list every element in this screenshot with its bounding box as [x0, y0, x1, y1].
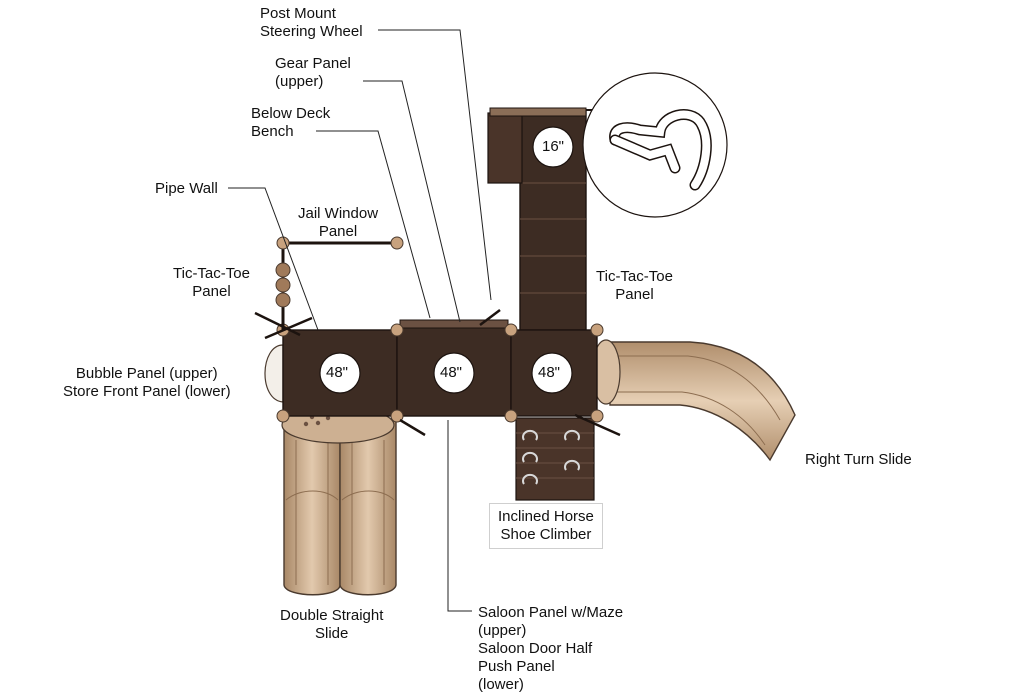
label-line: Below Deck	[251, 105, 331, 122]
label-gear-panel: Gear Panel (upper)	[275, 55, 351, 91]
label-double-slide: Double Straight Slide	[280, 607, 383, 643]
label-line: Push Panel	[478, 658, 555, 675]
label-jail-window: Jail Window Panel	[298, 205, 378, 241]
main-decks	[282, 319, 598, 417]
label-pipe-wall: Pipe Wall	[155, 180, 218, 198]
label-tic-tac-toe-right: Tic-Tac-Toe Panel	[596, 268, 673, 304]
steering-wheel-detail	[582, 72, 728, 218]
label-post-mount: Post Mount Steering Wheel	[260, 5, 363, 41]
label-saloon-panel: Saloon Panel w/Maze (upper) Saloon Door …	[478, 604, 623, 694]
label-line: (upper)	[275, 73, 324, 90]
label-line: Slide	[315, 625, 349, 642]
pipe-wall	[275, 236, 404, 330]
label-line: Shoe Climber	[500, 526, 592, 543]
label-line: Steering Wheel	[260, 23, 363, 40]
label-tic-tac-toe-left: Tic-Tac-Toe Panel	[173, 265, 250, 301]
label-line: Saloon Door Half	[478, 640, 593, 657]
label-line: Right Turn Slide	[805, 451, 912, 468]
label-line: Panel	[192, 283, 231, 300]
label-line: Inclined Horse	[498, 508, 594, 525]
deck-size-left: 48"	[326, 364, 349, 381]
posts	[276, 323, 604, 423]
double-straight-slide	[281, 406, 397, 596]
bubble-panel	[264, 344, 284, 403]
label-line: Tic-Tac-Toe	[596, 268, 673, 285]
label-line: Saloon Panel w/Maze	[478, 604, 624, 621]
label-line: Panel	[615, 286, 654, 303]
label-bubble-panel: Bubble Panel (upper) Store Front Panel (…	[63, 365, 231, 401]
deck-size-center: 48"	[440, 364, 463, 381]
label-inclined-climber: Inclined Horse Shoe Climber	[489, 503, 603, 549]
leader-lines	[228, 29, 492, 612]
deck-size-right: 48"	[538, 364, 561, 381]
label-line: Store Front Panel (lower)	[63, 383, 231, 400]
label-line: Post Mount	[260, 5, 336, 22]
tower-size: 16"	[542, 138, 565, 155]
label-line: Double Straight	[280, 607, 384, 624]
label-line: Panel	[318, 223, 358, 240]
label-below-deck: Below Deck Bench	[251, 105, 330, 141]
label-line: Pipe Wall	[155, 180, 218, 197]
label-line: Tic-Tac-Toe	[173, 265, 250, 282]
label-line: Bubble Panel (upper)	[75, 365, 218, 382]
label-line: (lower)	[478, 676, 524, 693]
label-line: Jail Window	[298, 205, 379, 222]
horse-shoe-climber	[515, 417, 595, 501]
label-line: Bench	[251, 123, 294, 140]
tower	[487, 107, 610, 331]
right-turn-slide	[591, 339, 796, 462]
label-line: (upper)	[478, 622, 527, 639]
handles	[254, 309, 621, 437]
label-right-turn-slide: Right Turn Slide	[805, 451, 912, 469]
label-line: Gear Panel	[275, 55, 351, 72]
